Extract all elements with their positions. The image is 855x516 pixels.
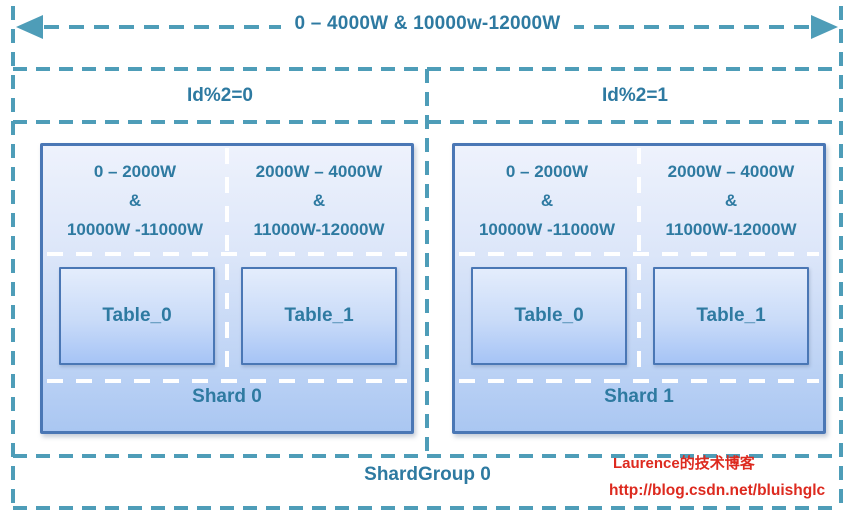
- watermark-url: http://blog.csdn.net/bluishglc: [609, 482, 826, 499]
- shard-1-col-1-range-cell: 2000W – 4000W & 11000W-12000W: [639, 146, 823, 254]
- shard-1-table-0-label: Table_0: [514, 305, 584, 326]
- shard-1-white-divider-1: [459, 252, 819, 256]
- shard-0-col-0-range-cell: 0 – 2000W & 10000W -11000W: [43, 146, 227, 254]
- shard-0-name-label: Shard 0: [192, 386, 262, 407]
- watermark-author: Laurence的技术博客: [613, 455, 755, 472]
- range-arrow-head-right: [811, 15, 838, 39]
- shard-1-white-divider-2: [459, 379, 819, 383]
- shard-0-white-divider-2: [47, 379, 407, 383]
- partition-label-id-mod-1: Id%2=1: [601, 85, 668, 106]
- shard-0-white-divider-1: [47, 252, 407, 256]
- shard-1-col-1-range-label: 2000W – 4000W & 11000W-12000W: [665, 161, 797, 239]
- shard-1-range-row: 0 – 2000W & 10000W -11000W 2000W – 4000W…: [455, 146, 823, 254]
- shard-1-col-0-range-cell: 0 – 2000W & 10000W -11000W: [455, 146, 639, 254]
- shard-group-label: ShardGroup 0: [364, 464, 491, 485]
- global-range-label: 0 – 4000W & 10000w-12000W: [280, 13, 575, 35]
- shard-1-white-vertical-divider: [637, 148, 641, 381]
- shard-0-table-0-box: Table_0: [59, 267, 215, 365]
- range-arrow-head-left: [16, 15, 43, 39]
- shard-0-table-1-box: Table_1: [241, 267, 397, 365]
- shard-1-name-label: Shard 1: [604, 386, 674, 407]
- shard-1-table-0-box: Table_0: [471, 267, 627, 365]
- partition-label-id-mod-0: Id%2=0: [186, 85, 253, 106]
- shard-1-table-1-box: Table_1: [653, 267, 809, 365]
- shard-1-col-0-range-label: 0 – 2000W & 10000W -11000W: [478, 161, 616, 239]
- shard-0-col-1-range-label: 2000W – 4000W & 11000W-12000W: [253, 161, 385, 239]
- shard-0-col-1-range-cell: 2000W – 4000W & 11000W-12000W: [227, 146, 411, 254]
- range-arrow-label-row: 0 – 4000W & 10000w-12000W: [0, 13, 855, 35]
- shard-0-col-0-range-label: 0 – 2000W & 10000W -11000W: [66, 161, 204, 239]
- shard-0-box: 0 – 2000W & 10000W -11000W 2000W – 4000W…: [40, 143, 414, 434]
- shard-0-table-1-label: Table_1: [284, 305, 354, 326]
- shard-1-box: 0 – 2000W & 10000W -11000W 2000W – 4000W…: [452, 143, 826, 434]
- shard-1-table-1-label: Table_1: [696, 305, 766, 326]
- shard-0-table-0-label: Table_0: [102, 305, 172, 326]
- shard-0-white-vertical-divider: [225, 148, 229, 381]
- shard-0-range-row: 0 – 2000W & 10000W -11000W 2000W – 4000W…: [43, 146, 411, 254]
